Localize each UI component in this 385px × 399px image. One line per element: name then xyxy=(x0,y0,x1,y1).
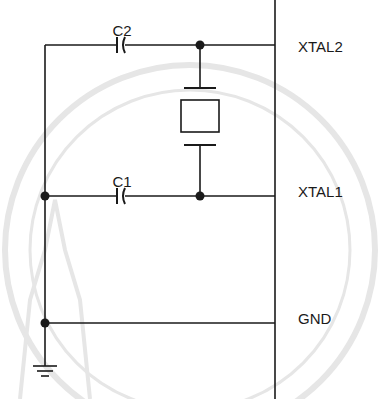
wires xyxy=(45,0,275,399)
ground-symbol xyxy=(33,366,57,376)
watermark-seal xyxy=(5,65,375,399)
capacitor-symbol xyxy=(117,37,125,53)
pin-name: XTAL1 xyxy=(298,184,343,199)
ic-edge xyxy=(274,0,276,399)
component-label: C1 xyxy=(112,174,131,189)
capacitor-symbol xyxy=(117,188,125,204)
junction-dots xyxy=(41,41,205,328)
crystal-symbol xyxy=(181,45,219,196)
pin-name: GND xyxy=(298,311,331,326)
pin-name: XTAL2 xyxy=(298,39,343,54)
component-label: C2 xyxy=(112,23,131,38)
